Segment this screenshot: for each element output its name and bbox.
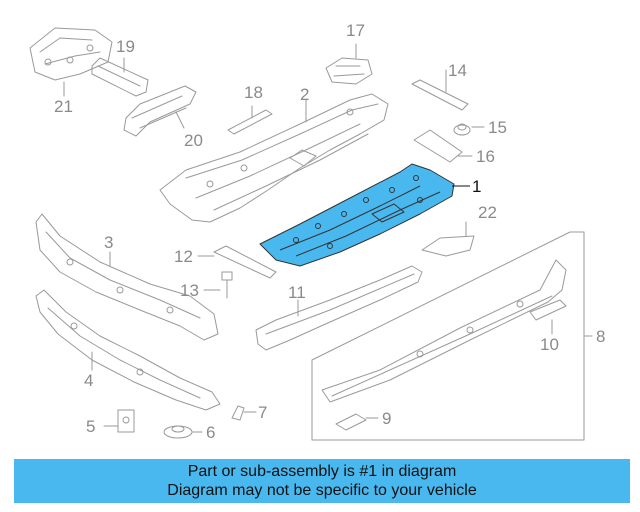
exploded-parts-diagram (29, 27, 593, 441)
callout-18: 18 (244, 83, 263, 102)
callout-13: 13 (180, 281, 199, 300)
callout-3: 3 (104, 233, 114, 252)
callout-10: 10 (540, 335, 559, 354)
callout-21: 21 (54, 97, 73, 116)
part-21-bracket (29, 27, 113, 97)
callout-2: 2 (300, 85, 310, 104)
part-11-rail (255, 265, 423, 351)
part-6-plug (163, 425, 203, 439)
part-5-clip (103, 409, 135, 433)
part-3-crossmember (35, 213, 219, 341)
callout-11: 11 (288, 283, 306, 302)
part-12-bracket (197, 245, 277, 279)
part-2-floor-tunnel (159, 93, 389, 223)
notice-banner: Part or sub-assembly is #1 in diagram Di… (14, 459, 630, 503)
part-1-floor-pan (259, 163, 470, 267)
callout-9: 9 (382, 409, 392, 428)
callout-20: 20 (184, 131, 203, 150)
callout-15: 15 (488, 118, 507, 137)
notice-line-2: Diagram may not be specific to your vehi… (167, 482, 477, 499)
part-19-rail (91, 57, 149, 97)
part-4-side-member (35, 289, 221, 411)
notice-line-1: Part or sub-assembly is #1 in diagram (187, 463, 457, 480)
callout-14: 14 (448, 61, 467, 80)
part-9-bracket (335, 413, 379, 431)
part-7-bracket (231, 405, 257, 421)
part-17-bracket (325, 43, 373, 85)
part-20-brace (123, 85, 197, 137)
callout-7: 7 (258, 403, 268, 422)
part-14-strip (411, 69, 469, 111)
callout-17: 17 (346, 21, 365, 40)
part-22-pad (421, 221, 475, 257)
part-13-bolt (203, 271, 233, 299)
callout-8: 8 (596, 327, 606, 346)
callout-5: 5 (86, 417, 96, 436)
callout-6: 6 (206, 423, 216, 442)
callout-16: 16 (476, 147, 495, 166)
part-10-bracket (529, 299, 567, 335)
part-15-plug (453, 123, 485, 136)
callout-22: 22 (478, 203, 497, 222)
part-18-strip (227, 105, 273, 135)
part-16-bracket (413, 129, 473, 163)
callout-12: 12 (174, 247, 193, 266)
callout-19: 19 (116, 37, 135, 56)
callout-4: 4 (84, 371, 94, 390)
callout-1: 1 (472, 177, 482, 196)
part-8-rocker-box (311, 231, 593, 441)
